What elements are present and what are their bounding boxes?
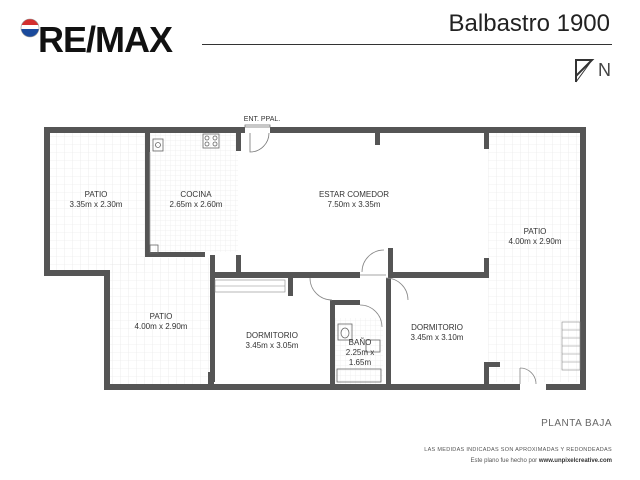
- credit-prefix: Este plano fue hecho por: [470, 458, 538, 464]
- remax-logo: [20, 16, 180, 64]
- kitchen-fixtures: [149, 133, 220, 254]
- walls: [44, 127, 586, 390]
- interior-doors: [309, 249, 537, 385]
- credit-link[interactable]: www.unpixelcreative.com: [538, 458, 612, 464]
- credit-text: Este plano fue hecho por www.unpixelcrea…: [470, 458, 612, 464]
- entrance-door: [244, 124, 271, 153]
- bathroom-fixtures: [336, 323, 382, 383]
- north-label: N: [598, 60, 611, 80]
- wardrobe: [214, 279, 286, 293]
- brand-wordmark: RE/MAX: [38, 19, 173, 60]
- title-underline: [202, 44, 612, 45]
- patio-floor-tiles: [48, 132, 582, 386]
- stairs: [561, 321, 581, 371]
- balloon-icon: [20, 18, 40, 38]
- north-arrow-icon: [575, 59, 595, 83]
- entrance-label: ENT. PPAL.: [243, 116, 281, 123]
- page-title: Balbastro 1900: [448, 10, 610, 37]
- disclaimer-text: LAS MEDIDAS INDICADAS SON APROXIMADAS Y …: [424, 447, 612, 453]
- floor-name: PLANTA BAJA: [541, 418, 612, 429]
